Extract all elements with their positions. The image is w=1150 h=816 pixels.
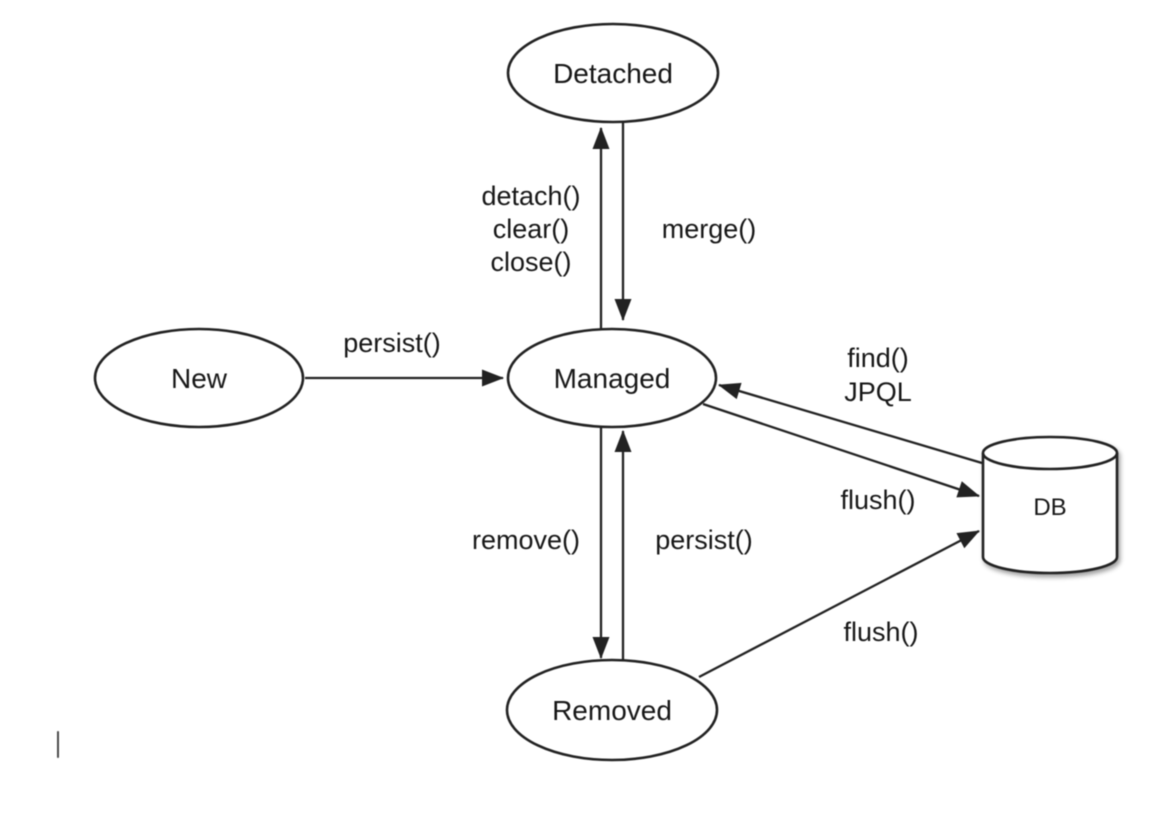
edge-labels: detach() clear() close() merge() persist… xyxy=(343,181,918,647)
edge-label-jpql: JPQL xyxy=(844,377,912,407)
edge-label-flush-managed: flush() xyxy=(840,485,915,515)
node-new xyxy=(93,327,305,429)
nodes xyxy=(93,22,1119,762)
edge-managed-to-db xyxy=(702,402,980,498)
edge-label-close: close() xyxy=(490,247,571,277)
node-db-label: DB xyxy=(1033,494,1066,521)
edge-label-clear: clear() xyxy=(493,214,570,244)
edge-removed-to-db xyxy=(698,529,980,679)
db-cylinder-body xyxy=(981,453,1119,575)
edge-label-merge: merge() xyxy=(662,214,757,244)
node-managed xyxy=(506,327,718,429)
node-removed-label: Removed xyxy=(552,695,672,726)
edge-label-remove: remove() xyxy=(472,525,580,555)
db-cylinder-top xyxy=(981,435,1119,471)
node-db xyxy=(981,435,1119,575)
edge-db-to-managed xyxy=(718,382,983,465)
node-detached-label: Detached xyxy=(553,58,673,89)
node-new-label: New xyxy=(171,363,228,394)
node-managed-label: Managed xyxy=(554,363,671,394)
node-labels: Detached New Managed Removed DB xyxy=(171,58,1067,726)
edge-label-flush-removed: flush() xyxy=(843,617,918,647)
node-removed xyxy=(505,658,719,762)
edge-label-detach: detach() xyxy=(481,181,580,211)
edge-label-persist-removed: persist() xyxy=(655,525,753,555)
edge-label-find: find() xyxy=(847,343,909,373)
node-detached xyxy=(506,22,720,124)
edges xyxy=(305,121,983,679)
edge-label-persist-new: persist() xyxy=(343,328,441,358)
